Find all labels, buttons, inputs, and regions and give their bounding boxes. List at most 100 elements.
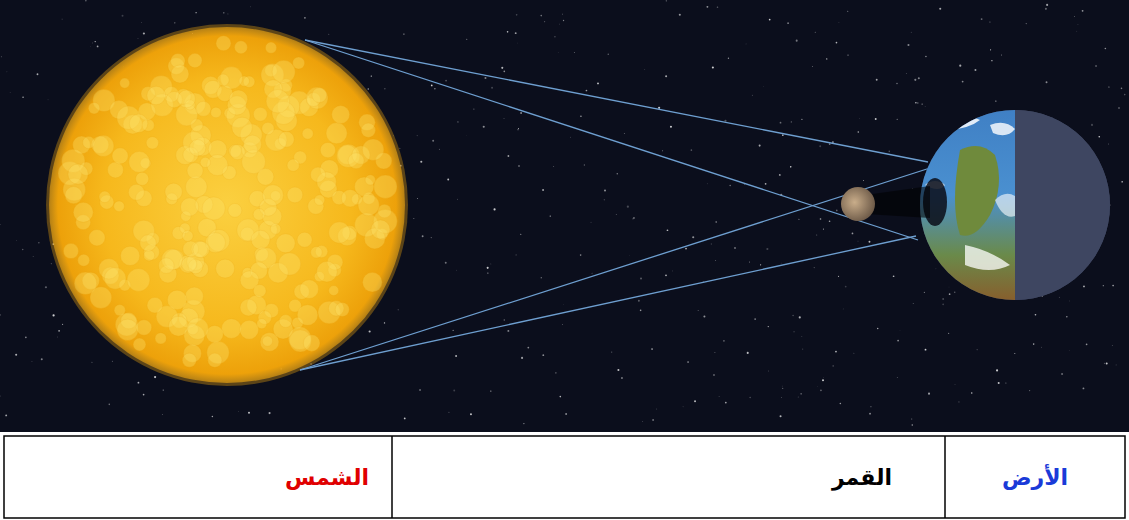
sun-granule — [136, 320, 152, 336]
star — [611, 351, 612, 352]
star — [597, 82, 599, 84]
sun-granule — [180, 198, 198, 216]
star — [523, 423, 524, 424]
sun-granule — [229, 90, 248, 109]
sun-granule — [146, 137, 158, 149]
star — [820, 218, 822, 220]
star — [858, 131, 860, 133]
earth — [915, 105, 1115, 305]
star — [792, 315, 794, 317]
star — [1058, 296, 1060, 298]
star — [25, 336, 27, 338]
star — [122, 15, 124, 17]
star — [550, 215, 551, 216]
star — [90, 46, 92, 48]
star — [694, 400, 696, 402]
star — [915, 102, 917, 104]
star — [682, 406, 684, 408]
star — [16, 240, 18, 242]
star — [1108, 143, 1110, 145]
star — [714, 352, 716, 354]
star — [398, 309, 399, 310]
star — [518, 128, 519, 129]
star — [6, 71, 8, 73]
star — [823, 377, 825, 379]
sun-granule — [262, 185, 283, 206]
star — [859, 118, 861, 120]
sun-granule — [320, 142, 335, 157]
star — [1083, 388, 1085, 390]
sun-granule — [329, 222, 350, 243]
star — [41, 358, 43, 360]
star — [422, 235, 424, 237]
star — [629, 255, 631, 257]
star — [692, 236, 694, 238]
star — [520, 112, 522, 114]
sun-granule — [117, 319, 138, 340]
star — [817, 385, 819, 387]
star — [573, 52, 575, 54]
star — [384, 322, 385, 323]
star — [404, 418, 406, 420]
star — [691, 149, 693, 151]
star — [954, 384, 956, 386]
star — [453, 330, 454, 331]
sun-granule — [182, 230, 193, 241]
sun-granule — [93, 135, 114, 156]
star — [417, 197, 419, 199]
sun-granule — [312, 88, 327, 103]
sun-granule — [329, 286, 339, 296]
star — [1069, 300, 1071, 302]
sun-granule — [211, 107, 222, 118]
star — [431, 85, 433, 87]
star — [802, 348, 803, 349]
star — [615, 214, 617, 216]
star — [869, 413, 871, 415]
star — [466, 38, 468, 40]
table-grid — [4, 436, 1125, 518]
star — [796, 40, 798, 42]
star — [367, 88, 369, 90]
star — [108, 404, 110, 406]
sun-granule — [193, 241, 209, 257]
star — [672, 270, 674, 272]
star — [640, 278, 642, 280]
star — [633, 217, 635, 219]
sun-granule — [262, 122, 274, 134]
star — [52, 314, 54, 316]
star — [507, 155, 509, 157]
sun-granule — [187, 318, 209, 340]
sun-granule — [221, 319, 241, 339]
sun-granule — [136, 172, 149, 185]
star — [95, 41, 96, 42]
star — [1061, 373, 1063, 375]
star — [989, 22, 990, 23]
star — [1, 56, 2, 57]
star — [445, 80, 447, 82]
star — [1115, 364, 1117, 366]
star — [544, 21, 546, 23]
star — [836, 42, 838, 44]
star — [949, 293, 951, 295]
star — [1105, 48, 1107, 50]
star — [888, 151, 890, 153]
star — [996, 369, 998, 371]
star — [227, 13, 229, 15]
star — [769, 19, 771, 21]
star — [608, 53, 610, 55]
sun-granule — [216, 36, 231, 51]
star — [814, 31, 816, 33]
star — [591, 272, 593, 274]
star — [794, 331, 795, 332]
sun-granule — [253, 208, 265, 220]
sun-granule — [361, 123, 375, 137]
star — [494, 208, 496, 210]
star — [715, 260, 717, 262]
star — [799, 316, 801, 318]
star — [781, 385, 783, 387]
star — [845, 286, 847, 288]
star — [1001, 54, 1003, 56]
star — [852, 233, 854, 235]
star — [518, 165, 519, 166]
star — [826, 58, 827, 59]
